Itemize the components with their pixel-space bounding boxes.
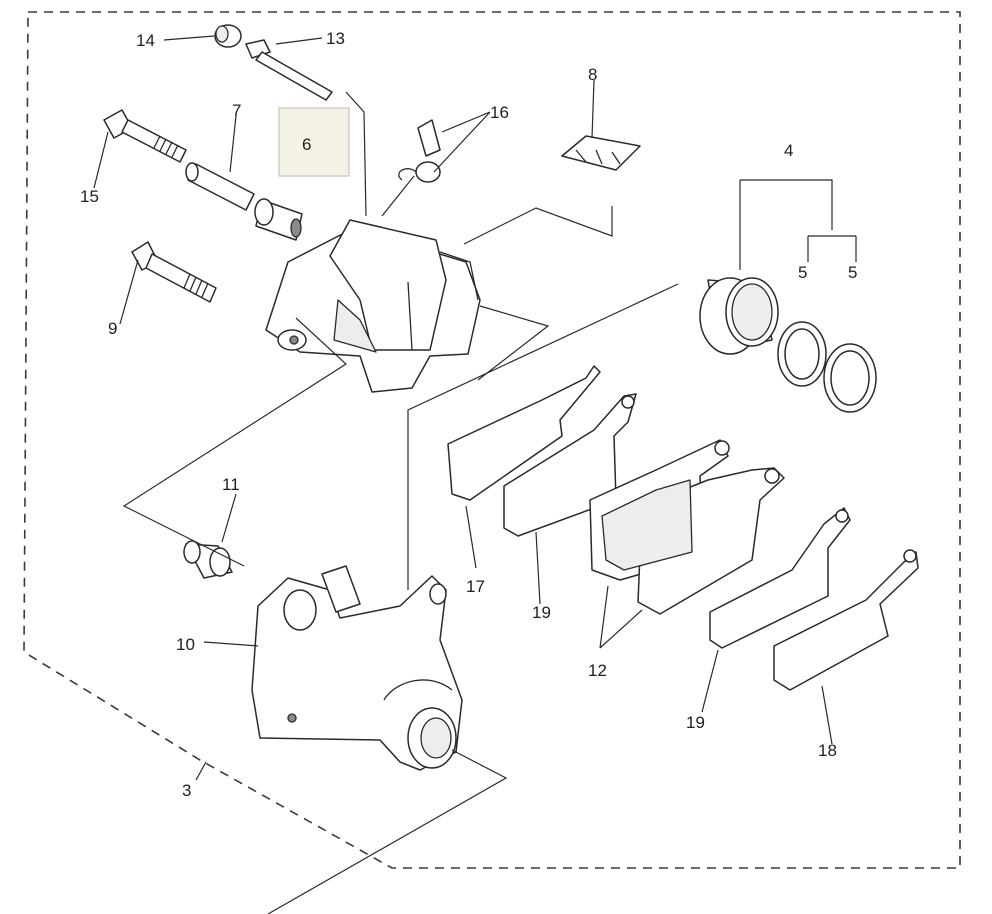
label-14: 14 <box>136 31 155 50</box>
label-19a: 19 <box>532 603 551 622</box>
part-13-bleed-bolt <box>245 39 333 101</box>
part-9-bolt <box>131 241 217 303</box>
label-13: 13 <box>326 29 345 48</box>
label-18: 18 <box>818 741 837 760</box>
label-15: 15 <box>80 187 99 206</box>
highlight-box-part-6[interactable] <box>278 107 350 177</box>
label-16: 16 <box>490 103 509 122</box>
caliper-body <box>265 219 481 393</box>
label-17: 17 <box>466 577 485 596</box>
part-4-piston <box>699 277 779 355</box>
part-19-shim-lower <box>709 507 851 649</box>
part-5-seal-a <box>777 321 827 387</box>
part-7-pin <box>185 162 255 211</box>
label-5b: 5 <box>848 263 857 282</box>
leader-lines <box>93 35 857 914</box>
label-12: 12 <box>588 661 607 680</box>
label-7: 7 <box>232 101 241 120</box>
label-9: 9 <box>108 319 117 338</box>
part-8-clip <box>561 135 641 171</box>
label-5a: 5 <box>798 263 807 282</box>
label-19b: 19 <box>686 713 705 732</box>
label-3: 3 <box>182 781 191 800</box>
part-17-shim <box>447 365 601 501</box>
part-5-seal-b <box>823 343 877 413</box>
assembly-boundary <box>23 11 961 869</box>
part-14-cap <box>214 24 242 48</box>
part-15-bolt <box>103 109 187 163</box>
label-10: 10 <box>176 635 195 654</box>
part-10-bracket <box>251 565 463 771</box>
part-12-pads <box>589 439 785 615</box>
label-8: 8 <box>588 65 597 84</box>
label-4: 4 <box>784 141 793 160</box>
part-18-shim <box>773 549 919 691</box>
label-6: 6 <box>302 135 311 154</box>
label-11: 11 <box>222 475 240 494</box>
part-11-boot <box>183 540 233 579</box>
part-16-bleeder <box>398 119 441 183</box>
part-6-sleeve <box>254 198 303 241</box>
